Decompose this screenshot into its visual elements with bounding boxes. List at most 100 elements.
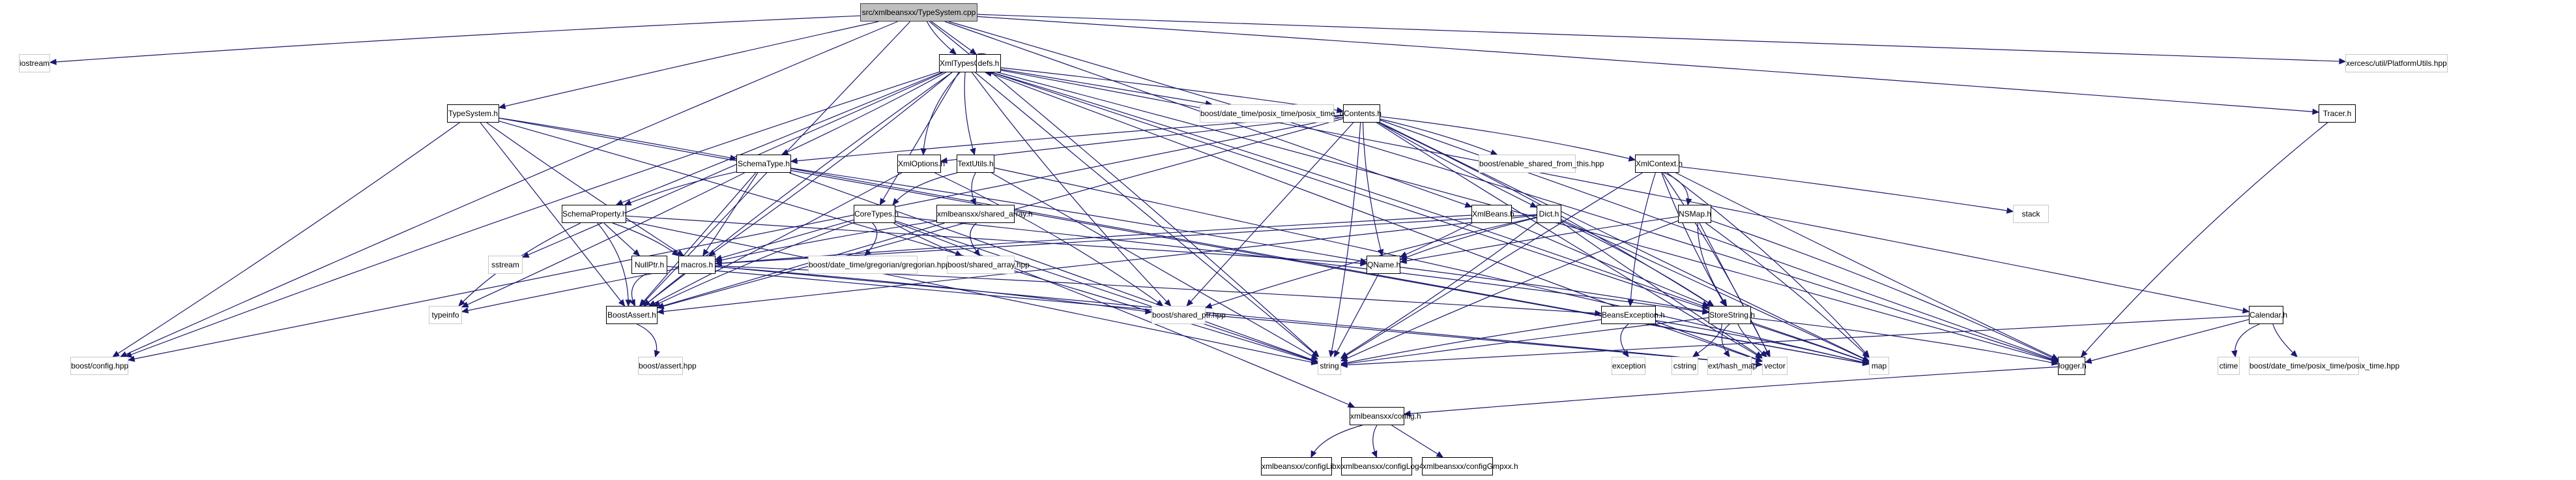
node-boost-config-hpp: boost/config.hpp — [70, 357, 128, 375]
arrowhead-icon — [879, 198, 886, 206]
node-vector: vector — [1762, 357, 1787, 375]
edge-root-to-typesystem_h — [498, 21, 879, 110]
node-xmloptions-h[interactable]: XmlOptions.h — [897, 155, 945, 173]
node-contents-h[interactable]: Contents.h — [1343, 104, 1382, 123]
edge-xmlbeans-to-qname — [1399, 222, 1473, 258]
node-iostream: iostream — [19, 54, 50, 72]
edge-calendar-to-string — [1340, 315, 2250, 368]
arrowhead-icon — [973, 248, 981, 256]
edge-xmltypesgen-to-boost_config — [124, 71, 940, 358]
node-gregorian-hpp: boost/date_time/gregorian/gregorian.hpp — [808, 256, 950, 274]
node-config-gmpxx-h[interactable]: xmlbeansxx/configGmpxx.h — [1422, 457, 1518, 475]
arrowhead-icon — [1622, 350, 1629, 357]
arrowhead-icon — [970, 147, 976, 156]
edge-xmltypesgen-to-textutils — [964, 72, 976, 156]
edge-coretypes-to-string — [895, 220, 1319, 363]
arrowhead-icon — [1186, 299, 1194, 307]
edge-calendar-to-ctime — [2231, 323, 2260, 358]
edge-coretypes-to-boostassert_h — [653, 222, 854, 307]
arrowhead-icon — [1340, 355, 1348, 362]
node-textutils-h[interactable]: TextUtils.h — [957, 155, 994, 173]
edge-nsmap-to-storestring — [1697, 222, 1728, 307]
node-dict-h[interactable]: Dict.h — [1537, 205, 1561, 223]
edge-typesystem_h-to-boost_config — [112, 122, 460, 357]
arrowhead-icon — [1310, 357, 1319, 363]
arrowhead-icon — [127, 355, 136, 362]
edge-dict-to-storestring — [1561, 220, 1715, 307]
node-typesystem-h[interactable]: TypeSystem.h — [447, 104, 499, 123]
arrowhead-icon — [1399, 258, 1408, 264]
arrowhead-icon — [656, 308, 664, 315]
arrowhead-icon — [1755, 351, 1763, 358]
edge-xmlcontext-to-logger — [1675, 172, 2059, 360]
node-shared-array-h[interactable]: xmlbeansxx/shared_array.h — [936, 205, 1033, 223]
node-schematype-h[interactable]: SchemaType.h — [736, 155, 791, 173]
edge-nsmap-to-vector — [1699, 222, 1771, 358]
node-xmlcontext-h[interactable]: XmlContext.h — [1635, 155, 1683, 173]
arrowhead-icon — [653, 300, 661, 307]
edge-storestring-to-logger — [1750, 318, 2059, 366]
edge-xmloptions-to-boostassert_h — [648, 172, 903, 307]
edge-schemaproperty-to-boostassert_h — [597, 222, 632, 307]
arrowhead-icon — [2051, 359, 2059, 366]
edge-contents-to-xmlcontext — [1380, 116, 1636, 162]
node-nullptr-h[interactable]: NullPtr.h — [631, 256, 667, 274]
edge-macros-to-boostassert_h — [643, 273, 686, 307]
edge-qname-to-storestring — [1400, 267, 1710, 314]
node-logger-h[interactable]: logger.h — [2058, 357, 2087, 375]
arrowhead-icon — [1595, 310, 1602, 316]
arrowhead-icon — [1764, 350, 1771, 358]
edge-nsmap-to-map — [1705, 222, 1870, 359]
node-beansexception-h[interactable]: BeansException.h — [1601, 306, 1665, 324]
edge-root-to-defs — [931, 21, 977, 55]
edge-contents-to-qname — [1362, 122, 1384, 257]
edge-contents-to-dict — [1378, 122, 1538, 208]
arrowhead-icon — [624, 200, 632, 205]
node-macros-h[interactable]: macros.h — [678, 256, 716, 274]
arrowhead-icon — [49, 59, 57, 65]
arrowhead-icon — [1723, 350, 1730, 357]
edge-schematype-to-macros — [702, 172, 759, 257]
node-map: map — [1869, 357, 1889, 375]
arrowhead-icon — [940, 157, 948, 164]
arrowhead-icon — [461, 301, 469, 308]
node-config-h[interactable]: xmlbeansxx/config.h — [1350, 407, 1421, 425]
arrowhead-icon — [729, 155, 738, 161]
node-qname-h[interactable]: QName.h — [1367, 256, 1400, 274]
node-schemaproperty-h[interactable]: SchemaProperty.h — [562, 205, 627, 223]
arrowhead-icon — [1464, 202, 1473, 208]
edge-storestring-to-map — [1750, 322, 1870, 364]
node-storestring-h[interactable]: StoreString.h — [1709, 306, 1755, 324]
node-config-libxml2-h[interactable]: xmlbeansxx/configLibxml2.h — [1261, 457, 1359, 475]
edge-dict-to-vector — [1561, 222, 1763, 358]
edge-xmlcontext-to-stack — [1679, 166, 2014, 214]
arrowhead-icon — [124, 352, 133, 358]
node-config-log4cxx-h[interactable]: xmlbeansxx/configLog4cxx.h — [1341, 457, 1441, 475]
edge-root-to-boost_config — [119, 21, 898, 357]
arrowhead-icon — [708, 249, 716, 256]
arrowhead-icon — [969, 48, 977, 55]
edge-schemaproperty-to-qname — [626, 215, 1368, 267]
edge-xmltypesgen-to-macros — [708, 72, 953, 256]
arrowhead-icon — [633, 249, 641, 256]
node-calendar-h[interactable]: Calendar.h — [2249, 306, 2287, 324]
node-nsmap-h[interactable]: NSMap.h — [1678, 205, 1711, 223]
node-boostassert-h[interactable]: BoostAssert.h — [606, 306, 658, 324]
node-tracer-h[interactable]: Tracer.h — [2319, 104, 2356, 123]
node-xmlbeans-h[interactable]: XmlBeans.h — [1471, 205, 1514, 223]
node-coretypes-h[interactable]: CoreTypes.h — [854, 205, 899, 223]
edge-textutils-to-shared_array_h — [970, 172, 976, 206]
node-defs-h[interactable]: defs.h — [976, 54, 1001, 72]
edge-root-to-logger — [948, 21, 2059, 363]
edge-contents-to-shared_ptr — [1186, 122, 1354, 307]
arrowhead-icon — [892, 198, 899, 205]
arrowhead-icon — [1627, 299, 1634, 307]
arrowhead-icon — [1436, 451, 1444, 458]
arrowhead-icon — [1692, 350, 1700, 357]
arrowhead-icon — [643, 299, 651, 307]
arrowhead-icon — [1336, 107, 1344, 113]
arrowhead-icon — [1333, 350, 1340, 358]
edge-config_h-to-config_libxml2 — [1310, 425, 1363, 458]
edge-config_h-to-config_gmpxx — [1391, 425, 1444, 458]
